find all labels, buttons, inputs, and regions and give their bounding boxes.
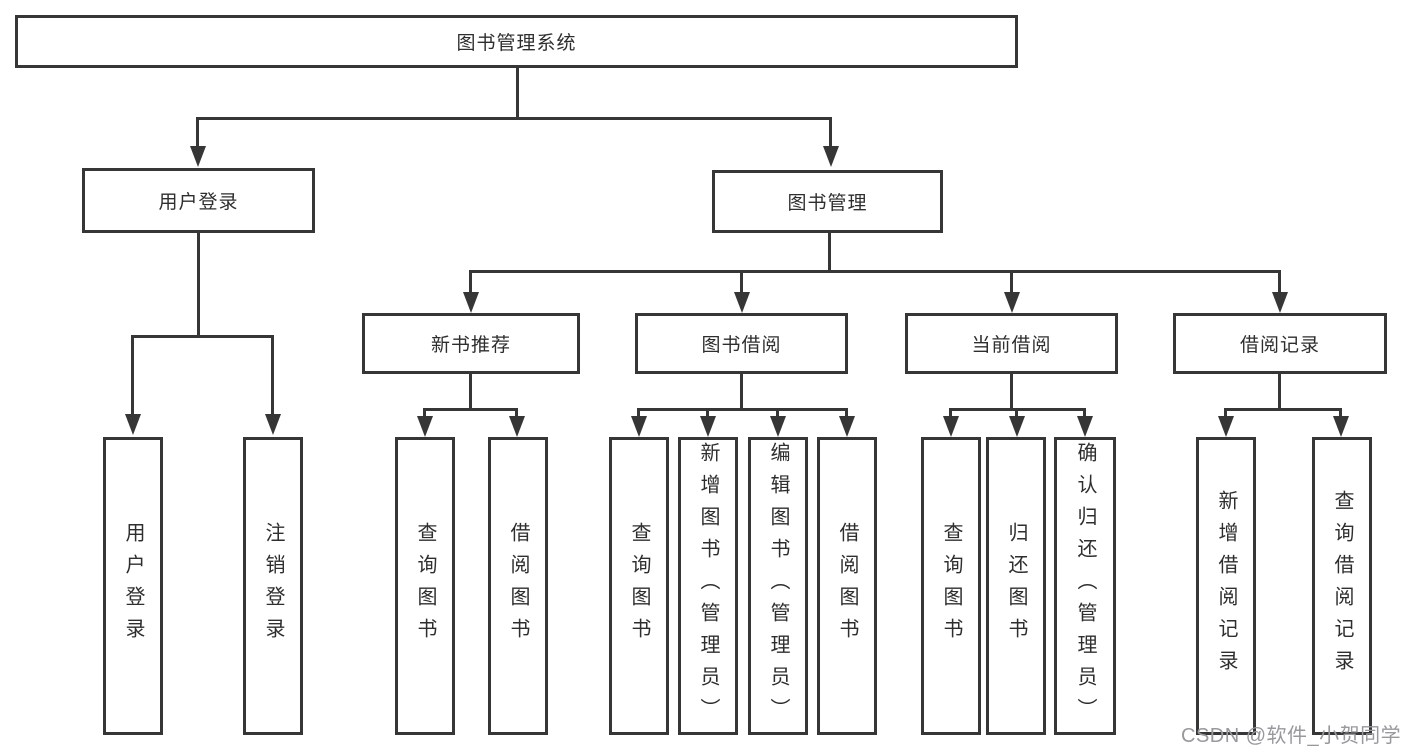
leaf-current-return-label: 归还图书	[1005, 522, 1027, 650]
node-root-label: 图书管理系统	[456, 33, 577, 54]
arrowhead	[823, 146, 839, 167]
node-book-borrow-label: 图书借阅	[701, 335, 782, 356]
leaf-borrow-borrow: 借阅图书	[817, 437, 877, 735]
leaf-current-confirm: 确认归还（管理员）	[1054, 437, 1116, 735]
arrowhead	[190, 146, 206, 167]
node-book-mgmt: 图书管理	[712, 170, 943, 233]
arrowhead	[1272, 292, 1288, 313]
leaf-records-add-label: 新增借阅记录	[1215, 490, 1237, 682]
leaf-current-return: 归还图书	[986, 437, 1046, 735]
connector-line	[469, 270, 1281, 273]
connector-line	[637, 408, 640, 418]
connector-line	[637, 408, 848, 411]
connector-line	[197, 233, 200, 335]
connector-line	[1010, 374, 1013, 408]
leaf-borrow-query: 查询图书	[609, 437, 669, 735]
connector-line	[196, 117, 199, 148]
arrowhead	[509, 416, 525, 437]
node-root: 图书管理系统	[15, 15, 1018, 68]
node-book-mgmt-label: 图书管理	[787, 193, 868, 214]
leaf-newbooks-query-label: 查询图书	[414, 522, 436, 650]
csdn-watermark: CSDN @软件_小贺同学	[1181, 725, 1402, 747]
arrowhead	[417, 416, 433, 437]
connector-line	[423, 408, 518, 411]
connector-line	[131, 335, 134, 415]
connector-line	[1083, 408, 1086, 418]
connector-line	[1224, 408, 1227, 418]
connector-line	[1278, 270, 1281, 293]
connector-line	[469, 270, 472, 293]
connector-line	[131, 335, 274, 338]
leaf-current-query: 查询图书	[921, 437, 981, 735]
arrowhead	[839, 416, 855, 437]
leaf-logout: 注销登录	[243, 437, 303, 735]
connector-line	[828, 233, 831, 270]
connector-line	[1010, 270, 1013, 293]
node-new-books-label: 新书推荐	[430, 335, 511, 356]
leaf-user-login-label: 用户登录	[122, 522, 144, 650]
node-book-borrow: 图书借阅	[635, 313, 848, 374]
leaf-borrow-query-label: 查询图书	[628, 522, 650, 650]
arrowhead	[265, 414, 281, 435]
arrowhead	[1333, 416, 1349, 437]
arrowhead	[770, 416, 786, 437]
arrowhead	[1009, 416, 1025, 437]
leaf-current-confirm-label: 确认归还（管理员）	[1074, 442, 1096, 730]
leaf-newbooks-borrow-label: 借阅图书	[507, 522, 529, 650]
arrowhead	[463, 292, 479, 313]
connector-line	[829, 117, 832, 148]
arrowhead	[1004, 292, 1020, 313]
leaf-newbooks-query: 查询图书	[395, 437, 455, 735]
node-current-borrow-label: 当前借阅	[971, 335, 1052, 356]
connector-line	[740, 374, 743, 408]
connector-line	[949, 408, 952, 418]
leaf-borrow-add: 新增图书（管理员）	[678, 437, 738, 735]
connector-line	[469, 374, 472, 408]
arrowhead	[1218, 416, 1234, 437]
connector-line	[196, 117, 832, 120]
connector-line	[845, 408, 848, 418]
connector-line	[1015, 408, 1018, 418]
arrowhead	[125, 414, 141, 435]
leaf-records-add: 新增借阅记录	[1196, 437, 1256, 735]
leaf-borrow-add-label: 新增图书（管理员）	[697, 442, 719, 730]
node-user-login: 用户登录	[82, 168, 315, 233]
node-new-books: 新书推荐	[362, 313, 580, 374]
connector-line	[1224, 408, 1342, 411]
arrowhead	[631, 416, 647, 437]
leaf-borrow-edit-label: 编辑图书（管理员）	[767, 442, 789, 730]
connector-line	[1339, 408, 1342, 418]
connector-line	[515, 408, 518, 418]
leaf-borrow-borrow-label: 借阅图书	[836, 522, 858, 650]
leaf-current-query-label: 查询图书	[940, 522, 962, 650]
leaf-borrow-edit: 编辑图书（管理员）	[748, 437, 808, 735]
connector-line	[516, 68, 519, 117]
connector-line	[776, 408, 779, 418]
arrowhead	[943, 416, 959, 437]
leaf-records-query: 查询借阅记录	[1312, 437, 1372, 735]
node-current-borrow: 当前借阅	[905, 313, 1118, 374]
node-borrow-records: 借阅记录	[1173, 313, 1387, 374]
node-user-login-label: 用户登录	[158, 192, 239, 213]
arrowhead	[734, 292, 750, 313]
leaf-logout-label: 注销登录	[262, 522, 284, 650]
leaf-records-query-label: 查询借阅记录	[1331, 490, 1353, 682]
leaf-user-login: 用户登录	[103, 437, 163, 735]
connector-line	[706, 408, 709, 418]
arrowhead	[1077, 416, 1093, 437]
arrowhead	[700, 416, 716, 437]
connector-line	[1278, 374, 1281, 408]
connector-line	[740, 270, 743, 293]
leaf-newbooks-borrow: 借阅图书	[488, 437, 548, 735]
connector-line	[423, 408, 426, 418]
node-borrow-records-label: 借阅记录	[1239, 335, 1320, 356]
connector-line	[271, 335, 274, 415]
